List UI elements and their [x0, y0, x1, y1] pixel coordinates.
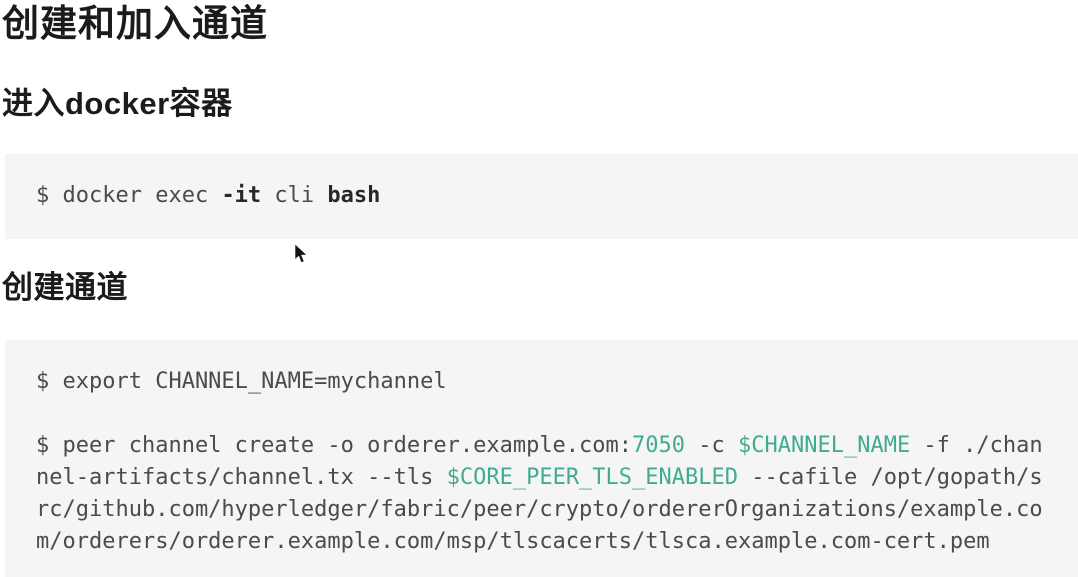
code-token-var: 7050 — [632, 433, 686, 458]
code-line: $ docker exec -it cli bash — [36, 183, 1048, 209]
code-token: $ export CHANNEL_NAME=mychannel — [36, 369, 447, 394]
code-line: $ export CHANNEL_NAME=mychannel — [36, 366, 1048, 398]
code-token: cli — [261, 183, 328, 208]
page-title: 创建和加入通道 — [2, 3, 268, 44]
section-heading-create-channel: 创建通道 — [2, 270, 128, 305]
code-line — [36, 398, 1048, 430]
section-heading-enter-docker: 进入docker容器 — [2, 86, 233, 121]
code-token: -f ./channel-artifacts/channel.tx --tls — [36, 433, 1043, 490]
mouse-cursor-arrow-icon — [294, 244, 308, 263]
code-block-create-channel: $ export CHANNEL_NAME=mychannel $ peer ch… — [5, 340, 1078, 577]
code-token-var: $CORE_PEER_TLS_ENABLED — [446, 465, 739, 490]
code-token: $ docker exec — [36, 183, 222, 208]
code-token: -c — [685, 433, 738, 458]
code-token: --cafile /opt/gopath/src/github.com/hype… — [36, 465, 1043, 554]
code-line: $ peer channel create -o orderer.example… — [36, 430, 1048, 558]
code-token-bold: -it — [221, 183, 262, 208]
code-token-bold: bash — [327, 183, 381, 208]
code-token-var: $CHANNEL_NAME — [738, 433, 911, 458]
code-token: $ peer channel create -o orderer.example… — [36, 433, 633, 458]
code-block-docker-exec: $ docker exec -it cli bash — [5, 154, 1078, 239]
